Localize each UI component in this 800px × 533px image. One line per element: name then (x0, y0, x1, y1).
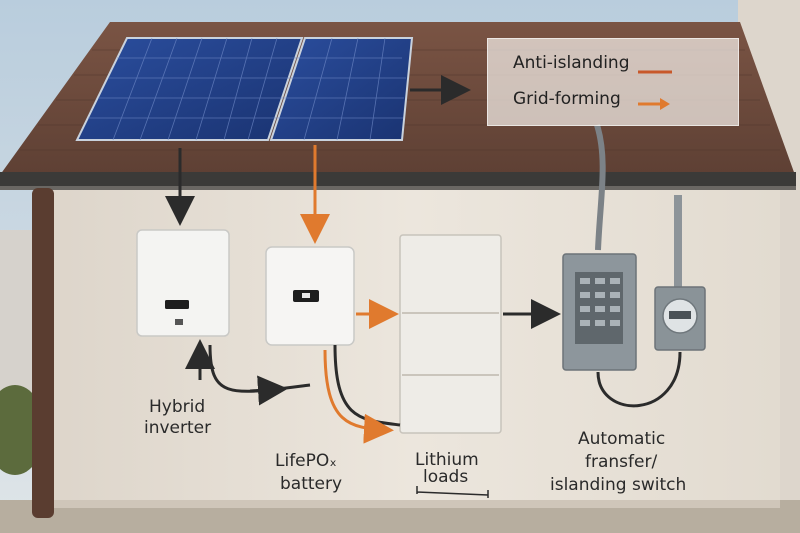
wire-battery-to-tower-orange (323, 349, 394, 444)
legend-label-anti-islanding: Anti-islanding (513, 53, 630, 73)
fascia (0, 186, 796, 190)
loads-bracket (416, 486, 489, 498)
electric-meter (654, 286, 706, 351)
meter-conduit (674, 195, 682, 290)
label-lithium-1: Lithium (415, 450, 479, 470)
label-ats-3: islanding switch (550, 475, 687, 495)
solar-panels (75, 37, 414, 141)
roof-conduit (594, 124, 606, 251)
wire-ats-to-meter (596, 351, 682, 408)
arrow-inverter-wire-head (249, 375, 288, 406)
wall-base (45, 500, 780, 508)
transfer-switch-panel (562, 253, 637, 371)
solar-panel-left (75, 37, 304, 141)
gutter (0, 172, 796, 188)
label-lithium-2: loads (423, 467, 469, 487)
lithium-battery-tower (399, 234, 502, 434)
legend-arrow-grid-forming (638, 98, 670, 110)
label-lifepo-2: battery (280, 474, 343, 494)
label-ats-2: fransfer/ (585, 452, 658, 472)
label-ats-1: Automatic (578, 429, 666, 449)
legend-line-anti-islanding (638, 70, 672, 74)
downspout (32, 188, 54, 518)
lifepo-battery-unit (265, 246, 355, 346)
hybrid-inverter (136, 229, 230, 337)
label-lifepo-1: LifePOₓ (275, 451, 337, 471)
legend-label-grid-forming: Grid-forming (513, 89, 621, 109)
label-hybrid-inverter-2: inverter (144, 418, 212, 438)
legend-box: Anti-islanding Grid-forming (487, 38, 739, 126)
solar-panel-right (269, 37, 414, 141)
label-hybrid-inverter-1: Hybrid (149, 397, 206, 417)
